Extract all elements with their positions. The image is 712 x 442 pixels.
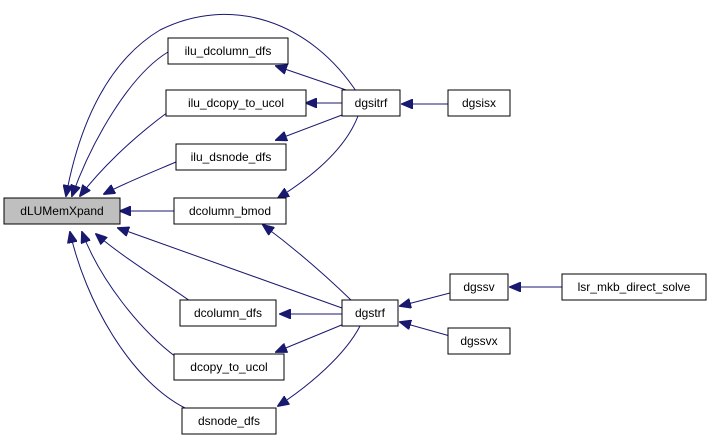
node-label: dgssvx: [460, 334, 497, 348]
node-dgsitrf[interactable]: dgsitrf: [341, 89, 401, 117]
node-ilu_dsnode_dfs[interactable]: ilu_dsnode_dfs: [175, 143, 287, 171]
node-ilu_dcopy_to_ucol[interactable]: ilu_dcopy_to_ucol: [165, 89, 307, 117]
node-dLUMemXpand[interactable]: dLUMemXpand: [3, 197, 121, 225]
node-dgssvx[interactable]: dgssvx: [447, 327, 511, 355]
node-dgssv[interactable]: dgssv: [449, 273, 509, 301]
node-dgsisx[interactable]: dgsisx: [447, 89, 511, 117]
edge-dgsitrf-to-dcolumn_bmod: [278, 115, 359, 198]
node-label: dgssv: [463, 280, 494, 294]
node-label: dcolumn_dfs: [194, 306, 262, 320]
node-dgstrf[interactable]: dgstrf: [341, 299, 399, 327]
node-label: ilu_dcolumn_dfs: [185, 44, 272, 58]
edge-dsnode_dfs-to-dLUMemXpand: [70, 232, 186, 409]
node-dcopy_to_ucol[interactable]: dcopy_to_ucol: [173, 353, 285, 381]
node-label: ilu_dcopy_to_ucol: [188, 96, 284, 110]
edge-dgssv-to-dgstrf: [400, 292, 451, 306]
node-label: dgstrf: [355, 306, 386, 320]
edge-dgsitrf-to-ilu_dcolumn_dfs: [276, 66, 353, 93]
node-label: dcolumn_bmod: [189, 204, 271, 218]
node-dsnode_dfs[interactable]: dsnode_dfs: [181, 407, 277, 435]
edge-ilu_dcopy_to_ucol-to-dLUMemXpand: [80, 111, 169, 196]
edge-dgsitrf-to-dLUMemXpand: [66, 13, 359, 196]
node-label: dgsisx: [462, 96, 496, 110]
node-label: dsnode_dfs: [198, 414, 260, 428]
node-dcolumn_dfs[interactable]: dcolumn_dfs: [179, 299, 277, 327]
node-ilu_dcolumn_dfs[interactable]: ilu_dcolumn_dfs: [167, 37, 289, 65]
edge-dcolumn_dfs-to-dLUMemXpand: [96, 234, 191, 302]
edge-ilu_dsnode_dfs-to-dLUMemXpand: [104, 161, 177, 194]
edge-dgsitrf-to-ilu_dsnode_dfs: [276, 114, 343, 140]
edge-dgstrf-to-dsnode_dfs: [278, 325, 361, 406]
node-label: dgsitrf: [355, 96, 388, 110]
node-label: dcopy_to_ucol: [190, 360, 267, 374]
node-label: dLUMemXpand: [20, 204, 103, 218]
edge-dcopy_to_ucol-to-dLUMemXpand: [82, 232, 177, 358]
edge-dgstrf-to-dcopy_to_ucol: [276, 323, 345, 352]
edge-ilu_dcolumn_dfs-to-dLUMemXpand: [72, 51, 169, 196]
node-lsr_mkb_direct_solve[interactable]: lsr_mkb_direct_solve: [561, 273, 707, 301]
edge-dgstrf-to-dLUMemXpand: [118, 228, 343, 309]
node-label: ilu_dsnode_dfs: [191, 150, 272, 164]
node-label: lsr_mkb_direct_solve: [578, 280, 691, 294]
edge-dgstrf-to-dcolumn_bmod: [263, 225, 353, 302]
edge-dgssvx-to-dgstrf: [400, 322, 451, 337]
node-dcolumn_bmod[interactable]: dcolumn_bmod: [173, 197, 287, 225]
